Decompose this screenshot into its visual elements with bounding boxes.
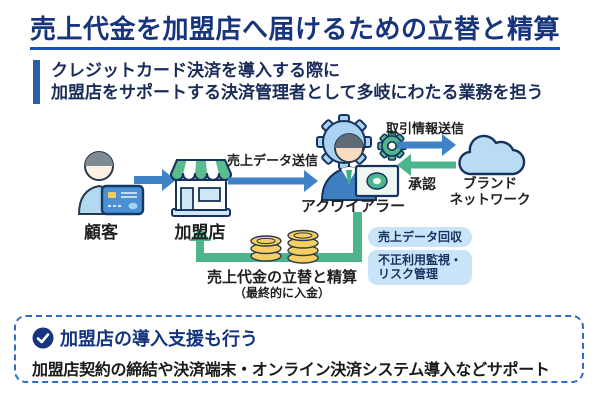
- sales-data-send-label: 売上データ送信: [227, 153, 319, 168]
- badge-fraud-line2: リスク管理: [378, 267, 439, 281]
- callout-body: 加盟店契約の締結や決済端末・オンライン決済システム導入などサポート: [32, 362, 550, 379]
- acquirer-label: アクワイアラー: [300, 198, 406, 215]
- arrow-approval: [397, 154, 456, 176]
- page-title: 売上代金を加盟店へ届けるための立替と精算: [30, 15, 561, 50]
- badge-fraud-line1: 不正利用監視・: [378, 253, 463, 267]
- arrow-sales-data: [228, 170, 318, 192]
- badge-sales-data-collect: 売上データ回収: [368, 227, 473, 247]
- brand-network-label-line2: ネットワーク: [449, 191, 531, 207]
- badge-fraud-monitoring: 不正利用監視・ リスク管理: [368, 250, 473, 285]
- arrow-transaction-info: [397, 134, 456, 156]
- customer-label: 顧客: [84, 223, 118, 242]
- merchant-support-callout: 加盟店の導入支援も行う 加盟店契約の締結や決済端末・オンライン決済システム導入な…: [14, 315, 584, 383]
- settlement-label: 売上代金の立替と精算: [206, 269, 357, 286]
- approval-label: 承認: [408, 176, 436, 192]
- merchant-label: 加盟店: [174, 223, 226, 242]
- brand-network-label-line1: ブランド: [463, 176, 517, 191]
- merchant-store-icon: [170, 159, 232, 217]
- check-circle-icon: [32, 327, 54, 349]
- brand-network-label: ブランド ネットワーク: [438, 176, 542, 207]
- subtitle-line2: 加盟店をサポートする決済管理者として多岐にわたる業務を担う: [51, 83, 544, 102]
- arrow-customer-to-merchant: [134, 169, 176, 191]
- brand-network-cloud-icon: [458, 134, 526, 176]
- callout-title: 加盟店の導入支援も行う: [60, 329, 258, 349]
- payment-flow-diagram: [77, 114, 526, 264]
- subtitle-block: クレジットカード決済を導入する際に 加盟店をサポートする決済管理者として多岐にわ…: [33, 60, 544, 104]
- subtitle-line1: クレジットカード決済を導入する際に: [51, 61, 340, 80]
- settlement-flow-arrow: [189, 212, 362, 262]
- credit-card-icon: [100, 184, 145, 216]
- coins-icon: [250, 229, 319, 264]
- acquirer-icon: [316, 114, 407, 201]
- transaction-info-label: 取引情報送信: [386, 121, 465, 136]
- settlement-note: （最終的に入金）: [233, 286, 330, 300]
